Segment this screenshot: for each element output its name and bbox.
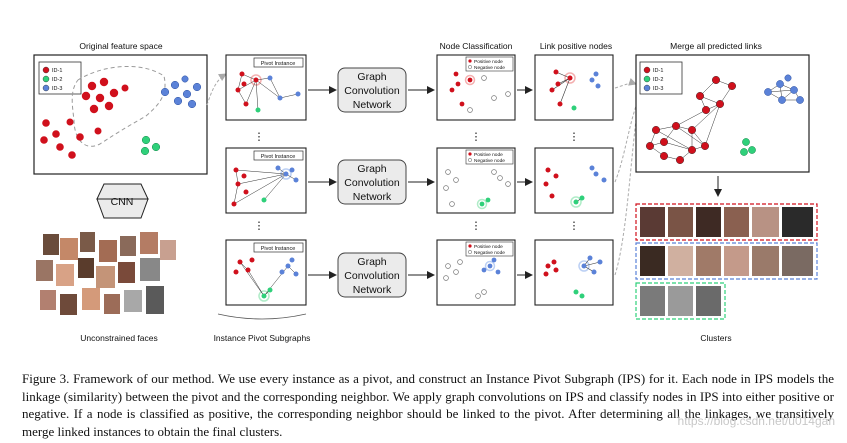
gcn-box-2: Graph Convolution Network: [337, 159, 407, 205]
node-classification-panel-1: Positive node Negative node: [436, 54, 516, 121]
merge-panel: ID-1 ID-2 ID-3: [635, 54, 810, 173]
svg-text:Network: Network: [353, 191, 392, 203]
faces-collage: [36, 232, 176, 315]
link-positive-panel-1: [534, 54, 614, 121]
ips-panel-2: Pivot Instance: [225, 147, 307, 214]
merge-all-predicted-links-label: Merge all predicted links: [670, 41, 762, 51]
svg-text:Network: Network: [353, 99, 392, 111]
positive-node-legend-1: Positive node: [474, 59, 503, 65]
svg-text:Graph: Graph: [357, 71, 386, 83]
ellipsis-1: ⋮: [254, 131, 265, 143]
ellipsis-6: ⋮: [569, 220, 580, 232]
pivot-instance-tag-3: Pivot Instance: [261, 246, 296, 252]
legend-id2: ID-2: [52, 77, 62, 83]
svg-text:Graph: Graph: [357, 256, 386, 268]
cnn-block: CNN: [96, 183, 149, 219]
negative-node-legend-1: Negative node: [474, 65, 505, 71]
instance-pivot-subgraphs-label: Instance Pivot Subgraphs: [214, 333, 311, 343]
negative-node-legend-3: Negative node: [474, 250, 505, 256]
merge-legend-id1: ID-1: [653, 68, 663, 74]
cluster-row-2: [635, 242, 818, 280]
original-feature-space-panel: ID-1 ID-2 ID-3: [33, 54, 208, 175]
node-classification-panel-3: Positive node Negative node: [436, 239, 516, 306]
svg-text:Graph: Graph: [357, 163, 386, 175]
node-classification-label: Node Classification: [440, 41, 513, 51]
cluster-row-1: [635, 203, 818, 241]
ellipsis-4: ⋮: [471, 220, 482, 232]
positive-node-legend-3: Positive node: [474, 244, 503, 250]
ellipsis-2: ⋮: [254, 220, 265, 232]
clusters-label: Clusters: [700, 333, 731, 343]
positive-node-legend-2: Positive node: [474, 152, 503, 158]
cluster-blue-nodes: [160, 75, 202, 109]
svg-text:Network: Network: [353, 284, 392, 296]
legend-id1: ID-1: [52, 68, 62, 74]
svg-text:Convolution: Convolution: [344, 85, 400, 97]
ips-panel-3: Pivot Instance: [225, 239, 307, 306]
link-positive-panel-2: [534, 147, 614, 214]
pivot-instance-tag-2: Pivot Instance: [261, 154, 296, 160]
node-classification-panel-2: Positive node Negative node: [436, 147, 516, 214]
unconstrained-faces-label: Unconstrained faces: [80, 333, 158, 343]
merge-legend-id3: ID-3: [653, 86, 663, 92]
negative-node-legend-2: Negative node: [474, 158, 505, 164]
cnn-label: CNN: [111, 196, 134, 208]
ips-panel-1: Pivot Instance: [225, 54, 307, 121]
figure-caption: Figure 3. Framework of our method. We us…: [22, 371, 834, 439]
watermark: https://blog.csdn.net/u014gan: [677, 414, 835, 428]
ellipsis-5: ⋮: [569, 131, 580, 143]
gcn-box-1: Graph Convolution Network: [337, 67, 407, 113]
cluster-green-nodes: [140, 135, 161, 156]
gcn-box-3: Graph Convolution Network: [337, 252, 407, 298]
legend-id3: ID-3: [52, 86, 62, 92]
pivot-instance-tag-1: Pivot Instance: [261, 61, 296, 67]
original-feature-space-label: Original feature space: [79, 41, 162, 51]
svg-text:Convolution: Convolution: [344, 270, 400, 282]
ellipsis-3: ⋮: [471, 131, 482, 143]
link-positive-nodes-label: Link positive nodes: [540, 41, 612, 51]
svg-text:Convolution: Convolution: [344, 177, 400, 189]
cluster-red-nodes: [40, 77, 129, 159]
link-positive-panel-3: [534, 239, 614, 306]
cluster-row-3: [635, 282, 726, 320]
merge-legend-id2: ID-2: [653, 77, 663, 83]
